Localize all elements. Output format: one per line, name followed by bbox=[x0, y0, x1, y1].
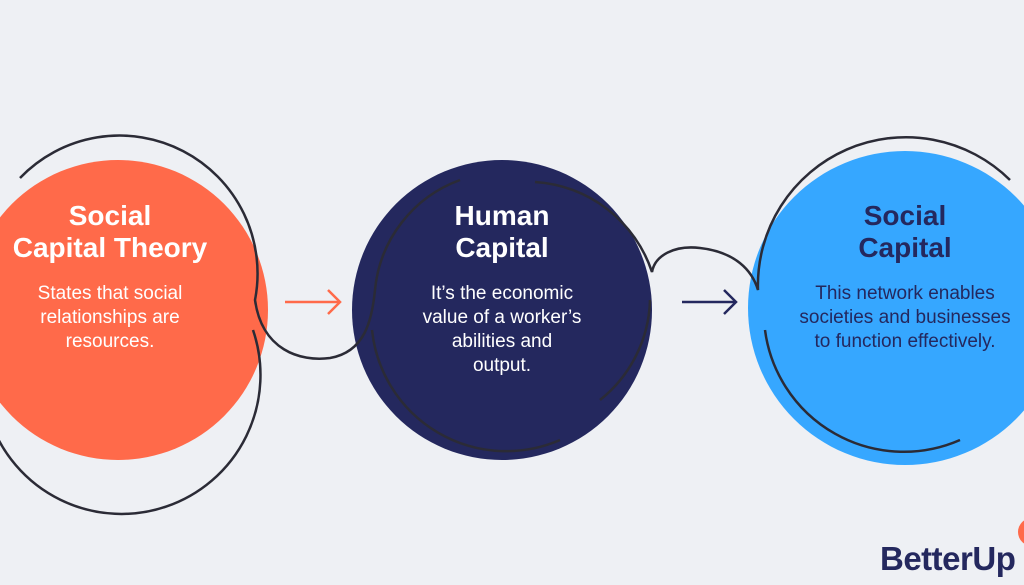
connector-line bbox=[0, 329, 262, 516]
connector-line bbox=[370, 329, 561, 453]
desc-line: societies and businesses bbox=[799, 307, 1011, 328]
node-description: States that social relationships are resou… bbox=[0, 282, 230, 354]
arrow-right-icon bbox=[682, 289, 738, 315]
connector-line bbox=[534, 136, 1011, 291]
title-line: Social bbox=[863, 200, 947, 231]
desc-line: to function effectively. bbox=[814, 331, 996, 352]
title-line: Social bbox=[68, 200, 152, 231]
title-line: Capital bbox=[858, 232, 952, 263]
title-line: Capital bbox=[455, 232, 549, 263]
title-line: Human bbox=[454, 200, 550, 231]
desc-line: It’s the economic bbox=[430, 283, 574, 304]
social-capital-circle bbox=[748, 151, 1024, 465]
desc-line: States that social bbox=[37, 283, 183, 304]
node-description: It’s the economic value of a worker’s abil… bbox=[382, 282, 622, 378]
desc-line: abilities and bbox=[451, 331, 553, 352]
desc-line: resources. bbox=[65, 331, 155, 352]
desc-line: relationships are bbox=[40, 307, 180, 328]
desc-line: value of a worker’s bbox=[422, 307, 582, 328]
node-description: This network enables societies and busine… bbox=[775, 282, 1024, 354]
connector-line bbox=[763, 329, 961, 454]
human-capital-circle bbox=[352, 160, 652, 460]
social-capital-theory-circle bbox=[0, 160, 268, 460]
connector-line bbox=[19, 134, 461, 360]
title-line: Capital Theory bbox=[12, 232, 208, 263]
logo-mark-icon bbox=[1018, 520, 1024, 544]
arrow-right-icon bbox=[285, 289, 342, 315]
betterup-logo: BetterUp bbox=[880, 540, 1016, 577]
desc-line: output. bbox=[472, 355, 532, 376]
desc-line: This network enables bbox=[815, 283, 995, 304]
connector-line bbox=[599, 299, 652, 401]
